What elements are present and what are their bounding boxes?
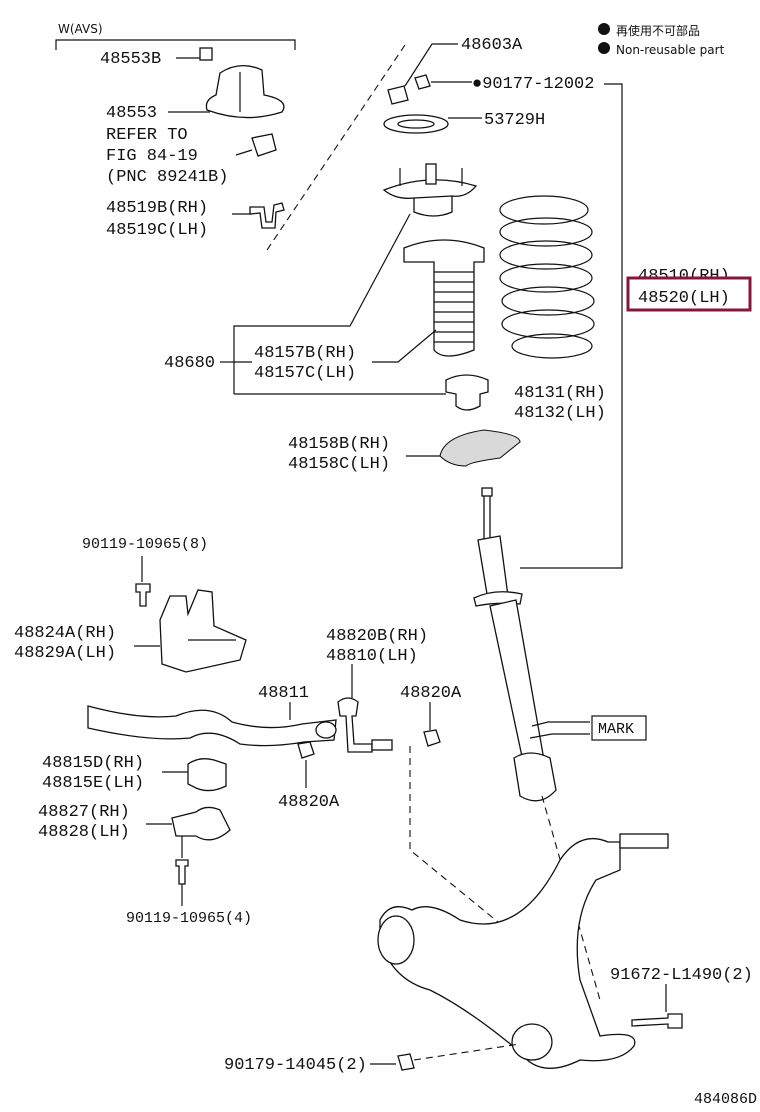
upper-mount-stack: 48603A ●90177-12002 53729H bbox=[382, 36, 623, 569]
shock-absorber: MARK bbox=[473, 487, 647, 802]
bushing-clamp: 48815D(RH) 48815E(LH) 48827(RH) 48828(LH… bbox=[38, 754, 252, 927]
stabilizer-link-icon bbox=[337, 697, 373, 753]
mark-label: MARK bbox=[598, 721, 634, 738]
stabilizer-link: 48820B(RH) 48810(LH) 48811 48820A 48820A bbox=[87, 627, 462, 812]
part-48520-label: 48520(LH) bbox=[638, 289, 730, 308]
part-48603A-label: 48603A bbox=[461, 36, 523, 55]
group-title: W(AVS) bbox=[58, 22, 103, 36]
nut-icon bbox=[423, 729, 441, 747]
part-48827-label: 48827(RH) bbox=[38, 803, 130, 822]
part-48829A-label: 48829A(LH) bbox=[14, 644, 116, 663]
part-48519B-label: 48519B(RH) bbox=[106, 199, 208, 218]
part-48680-label: 48680 bbox=[164, 354, 215, 373]
non-reusable-dot-icon bbox=[598, 23, 610, 35]
part-48810-label: 48810(LH) bbox=[326, 647, 418, 666]
lower-control-arm: 91672-L1490(2) 90179-14045(2) bbox=[224, 833, 753, 1075]
part-53729H-label: 53729H bbox=[484, 111, 545, 130]
part-48157B-label: 48157B(RH) bbox=[254, 344, 356, 363]
part-48158B-label: 48158B(RH) bbox=[288, 435, 390, 454]
legend: 再使用不可部品 Non-reusable part bbox=[598, 23, 725, 57]
stabilizer-bracket-icon bbox=[159, 589, 247, 673]
refer-line-1: REFER TO bbox=[106, 126, 188, 145]
stabilizer-bar-icon bbox=[87, 705, 337, 747]
avs-actuator-parts: 48553B 48553 REFER TO FIG 84-19 (PNC 892… bbox=[100, 47, 285, 240]
bushing-icon bbox=[187, 758, 227, 792]
actuator-icon bbox=[205, 65, 285, 119]
dust-boot-icon bbox=[403, 239, 485, 357]
nut-icon bbox=[414, 74, 431, 90]
part-91672-label: 91672-L1490(2) bbox=[610, 966, 753, 985]
stabilizer-bracket: 90119-10965(8) 48824A(RH) 48829A(LH) bbox=[14, 536, 247, 673]
part-48820A-bottom-label: 48820A bbox=[278, 793, 340, 812]
dust-boot bbox=[403, 239, 489, 411]
refer-line-3: (PNC 89241B) bbox=[106, 168, 228, 187]
avs-group-bracket: W(AVS) bbox=[55, 22, 296, 50]
part-48553-label: 48553 bbox=[106, 104, 157, 123]
part-48815D-label: 48815D(RH) bbox=[42, 754, 144, 773]
clamp-icon bbox=[171, 806, 231, 841]
absorber-upper-icon bbox=[477, 535, 509, 601]
part-48158C-label: 48158C(LH) bbox=[288, 455, 390, 474]
legend-jp-text: 再使用不可部品 bbox=[616, 23, 700, 38]
kit-48680-group: 48680 48157B(RH) 48157C(LH) bbox=[164, 213, 446, 395]
highlight-box bbox=[626, 276, 752, 312]
part-48553B-label: 48553B bbox=[100, 50, 161, 69]
absorber-tube-icon bbox=[489, 599, 545, 767]
coil-spring: 48131(RH) 48132(LH) bbox=[499, 195, 606, 423]
part-90179-label: 90179-14045(2) bbox=[224, 1056, 367, 1075]
figure-id: 484086D bbox=[694, 1091, 757, 1108]
nut-icon bbox=[397, 1053, 415, 1071]
part-48820B-label: 48820B(RH) bbox=[326, 627, 428, 646]
part-48157C-label: 48157C(LH) bbox=[254, 364, 356, 383]
cap-icon bbox=[387, 85, 409, 105]
mark-box bbox=[591, 715, 647, 741]
part-48519C-label: 48519C(LH) bbox=[106, 221, 208, 240]
part-90177-label: ●90177-12002 bbox=[472, 75, 594, 94]
part-48131-label: 48131(RH) bbox=[514, 384, 606, 403]
part-90119-8-label: 90119-10965(8) bbox=[82, 536, 208, 553]
bolt-icon bbox=[631, 1013, 683, 1029]
part-48820A-right-label: 48820A bbox=[400, 684, 462, 703]
part-48824A-label: 48824A(RH) bbox=[14, 624, 116, 643]
lower-arm-icon bbox=[379, 837, 636, 1069]
ball-joint-icon bbox=[619, 833, 669, 849]
part-90119-4-label: 90119-10965(4) bbox=[126, 910, 252, 927]
bracket-icon bbox=[249, 202, 285, 229]
bolt-icon bbox=[135, 583, 151, 607]
non-reusable-dot-icon bbox=[598, 42, 610, 54]
nut-icon bbox=[199, 47, 213, 61]
lower-insulator-icon bbox=[439, 429, 521, 467]
legend-en-text: Non-reusable part bbox=[616, 43, 725, 57]
nut-icon bbox=[297, 741, 315, 759]
bump-stopper-icon bbox=[445, 374, 489, 411]
connector-icon bbox=[251, 133, 277, 157]
refer-line-2: FIG 84-19 bbox=[106, 147, 198, 166]
absorber-bracket-icon bbox=[513, 752, 557, 802]
part-48132-label: 48132(LH) bbox=[514, 404, 606, 423]
part-48815E-label: 48815E(LH) bbox=[42, 774, 144, 793]
part-48828-label: 48828(LH) bbox=[38, 823, 130, 842]
spring-callout: 48510(RH) 48520(LH) bbox=[626, 267, 752, 312]
bolt-icon bbox=[175, 859, 189, 885]
part-48811-label: 48811 bbox=[258, 684, 309, 703]
lower-insulator: 48158B(RH) 48158C(LH) bbox=[288, 429, 521, 474]
